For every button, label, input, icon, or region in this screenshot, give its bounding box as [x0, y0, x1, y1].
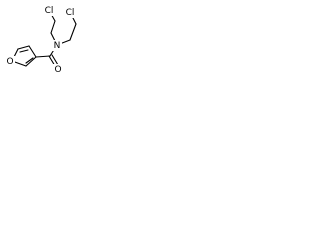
bond-ethyl-upper: [50, 20, 56, 34]
bond-ring-to-carbonyl: [35, 55, 51, 58]
label-nitrogen: N: [54, 41, 61, 51]
bond-ring-c2-c3: [17, 45, 30, 50]
label-oxygen-ring: O: [6, 57, 13, 67]
bond-carbonyl-o-2: [51, 54, 59, 66]
atom-cl-upper: Cl: [42, 5, 56, 16]
structure-diagram: Cl Cl N O O: [5, 5, 77, 75]
atom-oxygen-ring: O: [5, 56, 15, 67]
bond-ring-c4-c5-double: [25, 57, 34, 64]
label-cl-right: Cl: [66, 8, 75, 18]
label-oxygen-carbonyl: O: [54, 65, 61, 75]
label-cl-upper: Cl: [45, 6, 54, 16]
bond-ring-c3-c4: [28, 45, 37, 58]
atom-cl-right: Cl: [63, 7, 77, 18]
atom-oxygen-carbonyl: O: [53, 64, 63, 75]
bond-ring-c2-c3-double: [19, 49, 29, 53]
furan-ring: [11, 45, 37, 67]
atom-nitrogen: N: [52, 40, 62, 51]
bond-ring-c4-c5: [25, 56, 37, 67]
bond-ethyl-right: [69, 23, 77, 41]
